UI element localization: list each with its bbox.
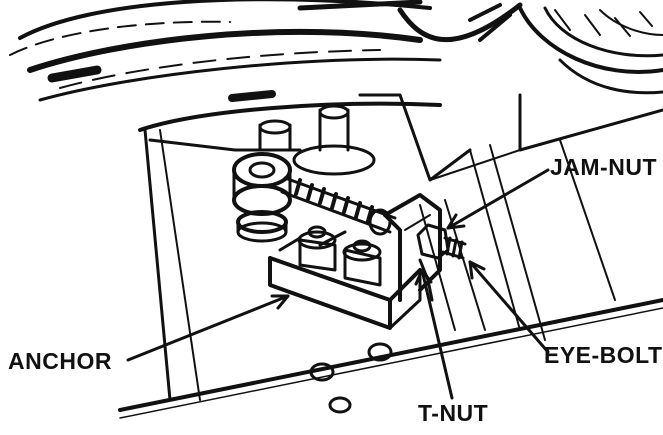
wheel-rim — [9, 0, 523, 132]
frame-panels — [118, 93, 663, 419]
jam-nut-label: JAM-NUT — [550, 154, 657, 180]
leader-anchor — [126, 294, 290, 362]
leader-t-nut — [420, 268, 454, 400]
eye-bolt-label: EYE-BOLT — [544, 342, 663, 368]
eye-bolt-head — [232, 152, 292, 243]
anchor-nuts — [297, 225, 382, 287]
leader-eye-bolt — [468, 260, 550, 354]
leader-lines — [126, 168, 550, 400]
eye-bolt-shaft — [280, 176, 397, 234]
second-wheel — [518, 6, 663, 152]
anchor-label: ANCHOR — [8, 348, 112, 374]
arrowhead-jam-nut — [446, 213, 466, 230]
arrowhead-anchor — [270, 294, 290, 310]
arrowhead-t-nut — [414, 268, 433, 286]
arrowhead-eye-bolt — [468, 260, 486, 280]
anchor-bracket — [268, 193, 442, 330]
post — [258, 104, 376, 176]
leader-jam-nut — [446, 168, 550, 230]
t-nut-label: T-NUT — [418, 400, 489, 426]
plate-holes — [309, 342, 393, 414]
